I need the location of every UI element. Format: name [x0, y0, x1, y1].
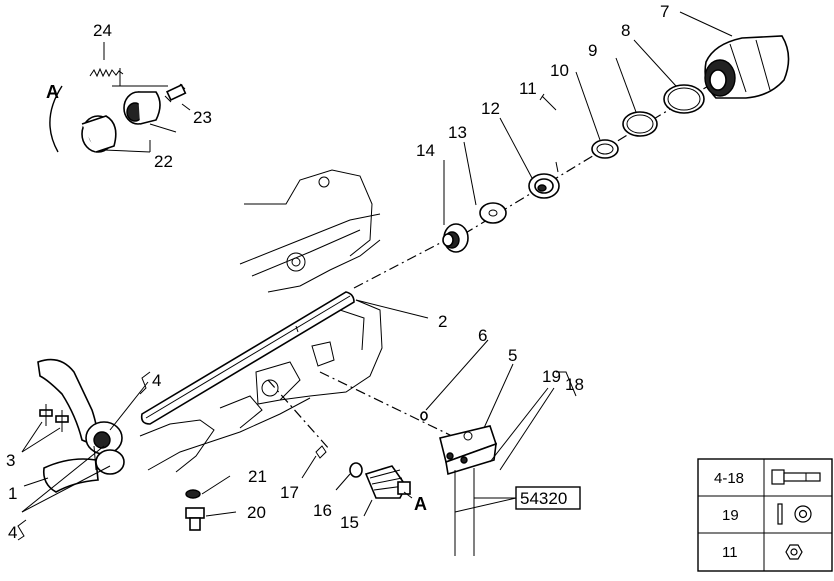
callout-22: 22: [154, 152, 173, 171]
callout-21: 21: [248, 467, 267, 486]
fastener-legend: 4-18 19 11: [697, 458, 833, 572]
axis-line-main: [353, 239, 447, 289]
callout-19: 19: [542, 367, 561, 386]
view-a-arrow-label: A: [414, 494, 427, 514]
callout-10: 10: [550, 61, 569, 80]
clip-part-24: [89, 67, 124, 78]
housing-part-7: [704, 35, 790, 99]
bolts-part-3: [39, 404, 69, 432]
snap-ring-part-8: [663, 84, 705, 114]
block-part-5: [439, 425, 498, 476]
ring-part-10: [591, 139, 619, 159]
shift-fork-part-1: [37, 358, 125, 493]
axis-line-lower: [319, 371, 453, 437]
coupling-part-22: [81, 91, 161, 153]
callout-16: 16: [313, 501, 332, 520]
snap-ring-part-9: [622, 111, 658, 137]
shaft-part-2: [140, 291, 355, 425]
axis-line-plunger: [267, 379, 331, 451]
seal-part-14: [442, 223, 469, 253]
callout-8: 8: [621, 21, 630, 40]
callout-4-bottom: 4: [8, 523, 17, 542]
callout-20: 20: [247, 503, 266, 522]
ring-part-16: [349, 462, 363, 478]
callout-4-top: 4: [152, 371, 161, 390]
callout-9: 9: [588, 41, 597, 60]
callout-24: 24: [93, 21, 112, 40]
nut-icon: [785, 544, 803, 560]
callout-18: 18: [565, 375, 584, 394]
gearbox-housing: [139, 169, 383, 473]
detail-view-a: A: [46, 67, 191, 153]
plunger-part-15: [364, 465, 411, 499]
callout-12: 12: [481, 99, 500, 118]
callouts: 24 23 22 2 14 13 12 11 10 9 8 7 6 5 19 1…: [6, 2, 669, 542]
legend-ref-nut: 11: [722, 544, 738, 561]
callout-2: 2: [438, 312, 447, 331]
callout-15: 15: [340, 513, 359, 532]
spring-part-17: [315, 445, 327, 459]
nipple-part-23: [164, 83, 187, 103]
plug-part-20: [185, 507, 205, 531]
callout-3: 3: [6, 451, 15, 470]
reference-box: 54320: [515, 486, 581, 510]
legend-ref-bolt: 4-18: [714, 470, 744, 487]
legend-ref-pin: 19: [722, 507, 739, 524]
washer-part-21: [185, 489, 201, 499]
leader-lines: [17, 11, 733, 556]
pin-part-6: [420, 411, 428, 421]
callout-14: 14: [416, 141, 435, 160]
bolt-icon: [771, 469, 821, 485]
callout-23: 23: [193, 108, 212, 127]
bearing-part-12: [528, 173, 560, 199]
callout-17: 17: [280, 483, 299, 502]
view-a-label: A: [46, 82, 59, 102]
callout-11: 11: [519, 79, 537, 98]
pin-and-washer-icon: [777, 503, 812, 525]
washer-part-13: [479, 202, 507, 224]
callout-6: 6: [478, 326, 487, 345]
callout-5: 5: [508, 346, 517, 365]
callout-7: 7: [660, 2, 669, 21]
reference-number: 54320: [520, 489, 567, 508]
callout-13: 13: [448, 123, 467, 142]
callout-1: 1: [8, 484, 17, 503]
